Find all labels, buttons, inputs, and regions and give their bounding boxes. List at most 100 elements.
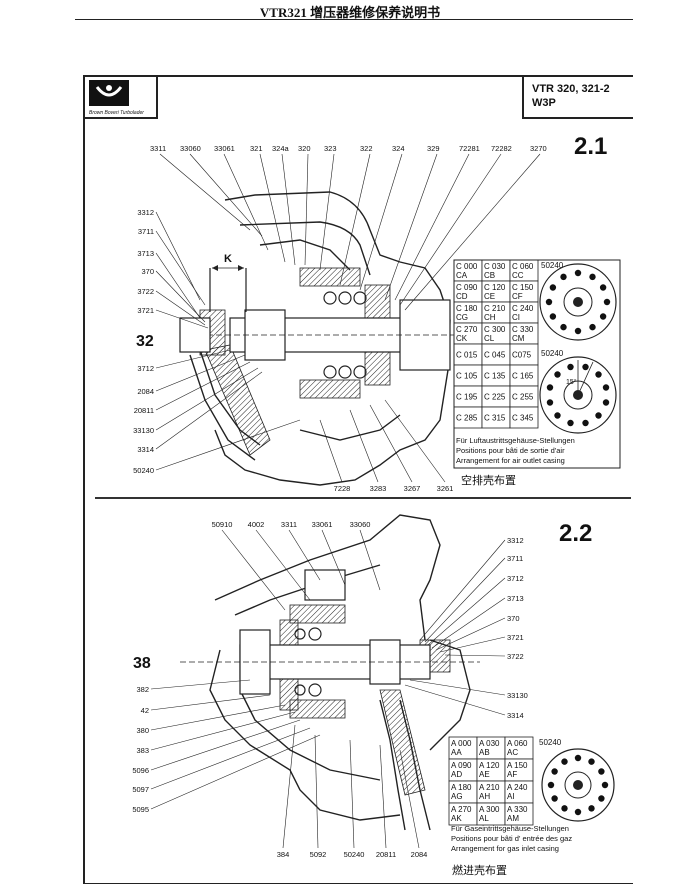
section-2-note: Für Gaseintrittsgehäuse-Stellungen Posit… <box>451 824 572 853</box>
bolt-hole-icon <box>549 284 557 291</box>
section-1-callout-7228: 7228 <box>334 484 351 493</box>
section-1-note-en: Arrangement for air outlet casing <box>456 456 565 465</box>
bolt-hole-icon <box>595 371 602 378</box>
title-underline <box>75 19 633 20</box>
section-1-table-cell-text: C 240 <box>512 304 534 313</box>
section-2-table-cell-text: AE <box>479 770 490 779</box>
section-1-callout-3711: 3711 <box>138 227 154 236</box>
section-2-table-cell-text: AK <box>451 814 462 823</box>
section-2-table-cell-text: A 090 <box>451 761 472 770</box>
section-1-table-cell-text: CM <box>512 334 525 343</box>
section-1-callout-323: 323 <box>324 144 337 153</box>
section-2-flange-diagram: 50240 <box>539 738 615 822</box>
section-1-callout-3270: 3270 <box>530 144 547 153</box>
bolt-hole-icon <box>599 313 607 320</box>
section-2-note-fr: Positions pour bâti d' entrée des gaz <box>451 834 572 843</box>
drawing-sheet <box>83 75 633 884</box>
section-2-callout-384: 384 <box>277 850 290 859</box>
bolt-hole-icon <box>598 768 605 775</box>
section-1-table-cell-text: C 090 <box>456 283 478 292</box>
section-1-callout-3312: 3312 <box>137 208 154 217</box>
bolt-hole-icon <box>574 754 582 762</box>
bolt-hole-icon <box>603 298 611 306</box>
section-2-callout-50240: 50240 <box>344 850 365 859</box>
section-2-table-cell <box>504 802 534 826</box>
section-1-flange-diagram-2: 15° 50240 <box>539 349 617 434</box>
bolt-hole-icon <box>551 768 558 775</box>
section-2-table-cell-text: AH <box>479 792 490 801</box>
bolt-hole-icon <box>595 412 602 419</box>
section-1-table-cell-text: C 000 <box>456 262 478 271</box>
bolt-hole-icon <box>547 781 555 789</box>
section-2-number: 2.2 <box>559 520 593 547</box>
bolt-hole-icon <box>545 298 553 306</box>
section-2-callout-3721: 3721 <box>507 633 524 642</box>
section-1-table-cell <box>509 406 539 429</box>
bolt-hole-icon <box>561 805 568 812</box>
section-1-callout-320: 320 <box>298 144 311 153</box>
section-1-table-cell-text: CB <box>484 271 495 280</box>
section-1-table-cell-text: CD <box>456 292 468 301</box>
bolt-hole-icon <box>567 419 574 427</box>
section-2-callout-5092: 5092 <box>310 850 327 859</box>
section-2-table-cell-text: A 180 <box>451 783 472 792</box>
section-1-table-cell-text: CG <box>456 313 468 322</box>
bolt-hole-icon <box>567 363 574 371</box>
bolt-hole-icon <box>589 273 596 281</box>
model-label: VTR 320, 321-2 W3P <box>532 82 610 110</box>
section-1-table-cell-text: C 345 <box>512 414 534 423</box>
bolt-hole-icon <box>588 758 595 765</box>
section-2-table-cell-text: A 150 <box>507 761 528 770</box>
logo-mark-icon: Brown Boveri Turbolader <box>89 80 144 116</box>
bolt-hole-icon <box>560 323 567 331</box>
section-1-callout-3314: 3314 <box>137 445 154 454</box>
section-1-callout-370: 370 <box>141 267 154 276</box>
section-1-table-cell-text: C 120 <box>484 283 506 292</box>
bolt-hole-icon <box>561 758 568 765</box>
bolt-hole-icon <box>599 284 607 291</box>
bolt-hole-icon <box>549 313 557 320</box>
section-1-table-cell-text: C 015 <box>456 351 478 360</box>
section-2-table-cell-text: A 240 <box>507 783 528 792</box>
flange-1-code: 50240 <box>541 261 564 270</box>
page-title: VTR321 增压器维修保养说明书 <box>259 5 441 20</box>
section-1-table-cell-text: CE <box>484 292 495 301</box>
section-1-table-cell-text: C 300 <box>484 325 506 334</box>
section-1-table-cell-text: C 255 <box>512 393 534 402</box>
section-1-callout-322: 322 <box>360 144 373 153</box>
section-2-table-cell-text: A 120 <box>479 761 500 770</box>
section-1-callout-20811: 20811 <box>134 406 154 415</box>
section-1-callout-324: 324 <box>392 144 405 153</box>
section-2-callout-3312: 3312 <box>507 536 524 545</box>
section-1-side-number: 32 <box>136 333 154 350</box>
section-2-table-cell-text: A 300 <box>479 805 500 814</box>
section-1-table-cell-text: C 285 <box>456 414 478 423</box>
bolt-hole-icon <box>554 371 561 378</box>
section-1-table-cell-text: C 045 <box>484 351 506 360</box>
bolt-hole-icon <box>602 399 610 406</box>
bolt-hole-icon <box>551 795 558 802</box>
bolt-hole-icon <box>574 808 582 816</box>
section-2-callout-370: 370 <box>507 614 520 623</box>
bolt-hole-icon <box>574 269 582 277</box>
section-2-table-cell-text: A 000 <box>451 739 472 748</box>
section-1-callout-3712: 3712 <box>137 364 154 373</box>
bolt-hole-icon <box>546 399 554 406</box>
section-2-callout-4002: 4002 <box>248 520 265 529</box>
section-1-table-cell-text: C075 <box>512 351 532 360</box>
section-2-callout-42: 42 <box>141 706 149 715</box>
section-1-note: Für Luftaustrittsgehäuse-Stellungen Posi… <box>456 436 575 465</box>
bolt-hole-icon <box>589 323 596 331</box>
section-1-callout-3283: 3283 <box>370 484 387 493</box>
section-1-callout-3267: 3267 <box>404 484 421 493</box>
bolt-hole-icon <box>601 781 609 789</box>
section-1-table-cell-text: C 270 <box>456 325 478 334</box>
flange-2-code: 50240 <box>541 349 564 358</box>
section-1-callout-50240: 50240 <box>133 466 154 475</box>
section-2-callout-3314: 3314 <box>507 711 524 720</box>
bolt-hole-icon <box>598 795 605 802</box>
bolt-hole-icon <box>560 273 567 281</box>
section-2-callout-5097: 5097 <box>132 785 149 794</box>
